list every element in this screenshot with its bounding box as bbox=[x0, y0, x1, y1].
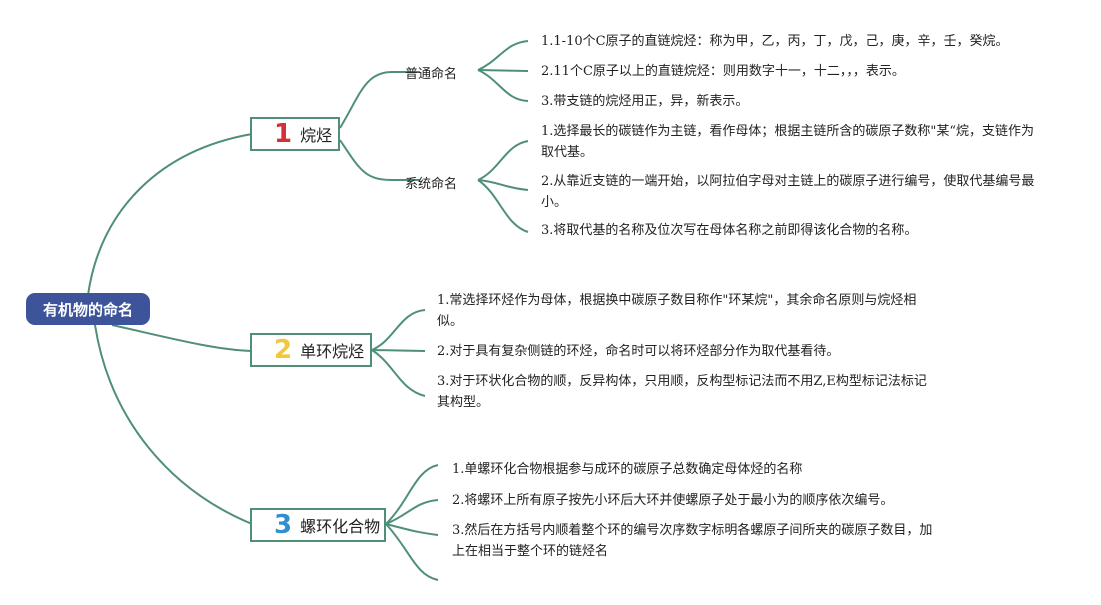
leaf-item: 2.将螺环上所有原子按先小环后大环并使螺原子处于最小为的顺序依次编号。 bbox=[452, 493, 894, 508]
leaf-item: 3.然后在方括号内顺着整个环的编号次序数字标明各螺原子间所夹的碳原子数目，加上在… bbox=[452, 523, 933, 559]
sub-label: 系统命名 bbox=[405, 177, 458, 192]
leaf-item: 3.带支链的烷烃用正，异，新表示。 bbox=[541, 94, 749, 109]
leaf-item: 1.1-10个C原子的直链烷烃：称为甲，乙，丙，丁，戊，己，庚，辛，壬，癸烷。 bbox=[541, 34, 1009, 49]
sub-node-systematic-naming[interactable]: 系统命名 bbox=[405, 173, 457, 192]
sub-label: 普通命名 bbox=[405, 67, 458, 82]
leaf-item: 1.单螺环化合物根据参与成环的碳原子总数确定母体烃的名称 bbox=[452, 462, 803, 477]
number-badge: 2 bbox=[274, 335, 293, 365]
leaf-item: 2.对于具有复杂侧链的环烃，命名时可以将环烃部分作为取代基看待。 bbox=[437, 344, 840, 359]
number-badge: 3 bbox=[274, 510, 293, 540]
leaf-item: 2.从靠近支链的一端开始，以阿拉伯字母对主链上的碳原子进行编号，使取代基编号最小… bbox=[541, 174, 1035, 210]
leaf-item: 1.常选择环烃作为母体，根据换中碳原子数目称作"环某烷"，其余命名原则与烷烃相似… bbox=[437, 293, 917, 329]
branch-monocyclic-alkane[interactable]: 2 单环烷烃 bbox=[250, 333, 372, 367]
branch-alkane[interactable]: 1 烷烃 bbox=[250, 117, 340, 151]
root-node[interactable]: 有机物的命名 bbox=[26, 293, 150, 325]
branch-spiro-compound[interactable]: 3 螺环化合物 bbox=[250, 508, 386, 542]
leaf-item: 2.11个C原子以上的直链烷烃：则用数字十一，十二，，，表示。 bbox=[541, 64, 905, 79]
leaf-item: 3.将取代基的名称及位次写在母体名称之前即得该化合物的名称。 bbox=[541, 223, 918, 238]
leaf-item: 3.对于环状化合物的顺，反异构体，只用顺，反构型标记法而不用Z,E构型标记法标记… bbox=[437, 374, 927, 410]
root-label: 有机物的命名 bbox=[42, 300, 133, 319]
number-badge: 1 bbox=[274, 119, 293, 149]
sub-node-common-naming[interactable]: 普通命名 bbox=[405, 63, 457, 82]
branch-label: 螺环化合物 bbox=[300, 517, 381, 536]
leaf-item: 1.选择最长的碳链作为主链，看作母体；根据主链所含的碳原子数称"某“烷，支链作为… bbox=[541, 124, 1035, 160]
branch-label: 单环烷烃 bbox=[300, 342, 365, 361]
branch-label: 烷烃 bbox=[300, 126, 333, 145]
